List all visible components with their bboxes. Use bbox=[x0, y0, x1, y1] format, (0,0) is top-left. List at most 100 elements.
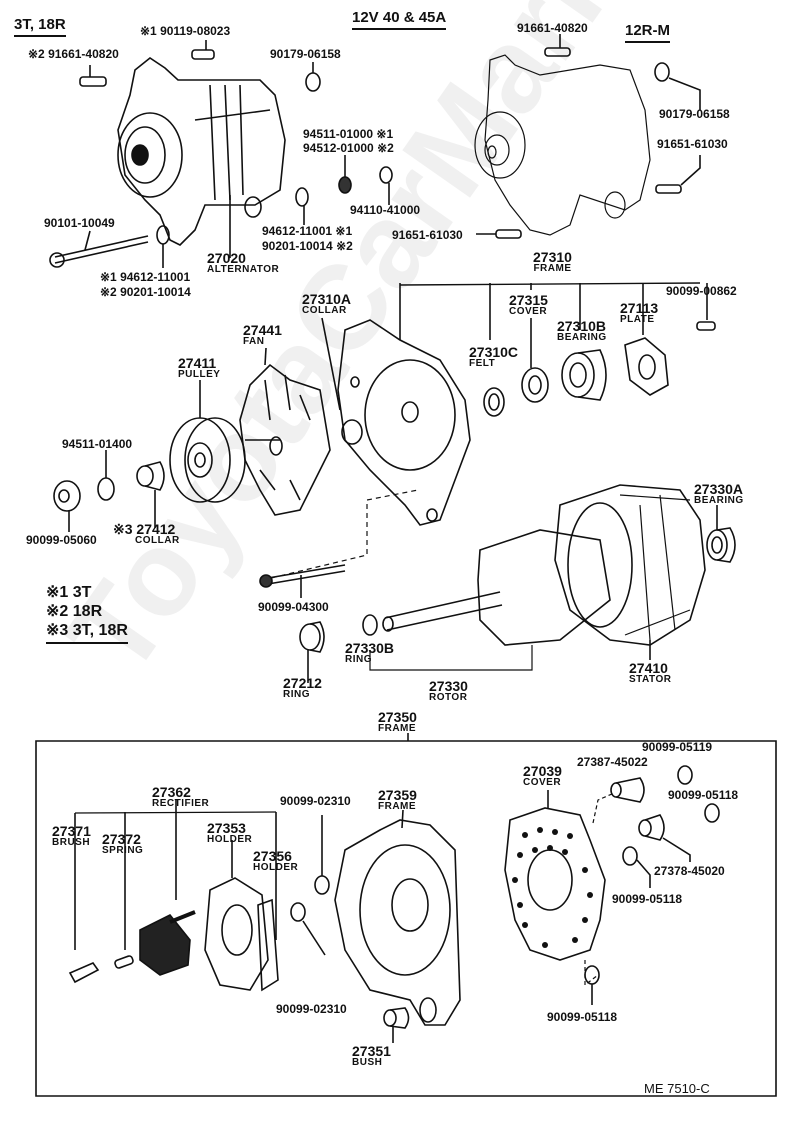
insulator-27378-45020 bbox=[639, 815, 690, 862]
part-label-90099-04300[interactable]: 90099-04300 bbox=[258, 600, 329, 614]
part-label-94511-01000[interactable]: 94511-01000 ※1 bbox=[303, 127, 394, 141]
part-label-94511-01400[interactable]: 94511-01400 bbox=[62, 437, 133, 451]
part-label-90179-06158-right[interactable]: 90179-06158 bbox=[659, 107, 730, 121]
part-label-27387-45022[interactable]: 27387-45022 bbox=[577, 755, 648, 769]
part-label-90099-05118-c[interactable]: 90099-05118 bbox=[547, 1010, 618, 1024]
fan-27441 bbox=[240, 348, 330, 515]
nut-90099-05118-a bbox=[705, 804, 719, 822]
diagram-title: 12V 40 & 45A bbox=[352, 9, 447, 30]
part-label-91661-40820-right[interactable]: 91661-40820 bbox=[517, 21, 588, 35]
washer-90099-02310-top bbox=[315, 815, 329, 894]
collar-27412 bbox=[137, 462, 164, 528]
cover-27315 bbox=[522, 318, 548, 402]
frame-27359 bbox=[335, 810, 460, 1025]
part-label-90099-02310[interactable]: 90099-02310 bbox=[280, 794, 351, 808]
group-box-27350 bbox=[36, 741, 776, 1096]
part-label-90099-00862[interactable]: 90099-00862 bbox=[666, 284, 737, 298]
bearing-27310b bbox=[562, 350, 606, 400]
alternator-3t-18r bbox=[118, 58, 285, 258]
variant-label-12r-m: 12R-M bbox=[625, 22, 671, 43]
part-label-90119-08023[interactable]: ※1 90119-08023 bbox=[140, 24, 231, 38]
nut-90099-05118-c bbox=[585, 966, 599, 1005]
washer-90099-02310-bottom bbox=[291, 903, 325, 955]
part-label-94612-11001-left[interactable]: ※1 94612-11001 bbox=[100, 270, 191, 284]
washer-94511-01400 bbox=[98, 450, 114, 500]
ring-27330b bbox=[363, 615, 377, 635]
part-label-91651-61030-bottom[interactable]: 91651-61030 bbox=[392, 228, 463, 242]
brush-27371 bbox=[70, 963, 98, 982]
bolt-90101-10049 bbox=[50, 231, 148, 267]
bearing-27330a bbox=[707, 505, 735, 562]
part-label-91661-40820[interactable]: ※2 91661-40820 bbox=[28, 47, 119, 61]
washer-94511-01000 bbox=[339, 155, 351, 193]
felt-27310c bbox=[484, 388, 504, 416]
part-label-90099-02310-bottom[interactable]: 90099-02310 bbox=[276, 1002, 347, 1016]
part-label-94110-41000[interactable]: 94110-41000 bbox=[350, 203, 421, 217]
part-label-90099-05118-a[interactable]: 90099-05118 bbox=[668, 788, 739, 802]
variant-label-3t-18r: 3T, 18R bbox=[14, 16, 66, 37]
part-label-90201-10014[interactable]: 90201-10014 ※2 bbox=[262, 239, 353, 253]
part-label-90099-05119[interactable]: 90099-05119 bbox=[642, 740, 713, 754]
part-label-90201-10014-left[interactable]: ※2 90201-10014 bbox=[100, 285, 191, 299]
holder-27356 bbox=[258, 900, 278, 990]
part-label-90099-05118-b[interactable]: 90099-05118 bbox=[612, 892, 683, 906]
bolt-91651-61030-bottom bbox=[476, 230, 521, 238]
legend-item-1: ※1 3T bbox=[46, 584, 92, 601]
collar-27310a bbox=[322, 318, 362, 444]
rotor-27330 bbox=[370, 530, 610, 670]
leader-27310 bbox=[400, 283, 700, 285]
legend-item-3: ※3 3T, 18R bbox=[46, 622, 128, 639]
nut-90099-05118-b bbox=[623, 847, 650, 888]
part-label-90099-05060[interactable]: 90099-05060 bbox=[26, 533, 97, 547]
part-label-27378-45020[interactable]: 27378-45020 bbox=[654, 864, 725, 878]
part-label-90101-10049[interactable]: 90101-10049 bbox=[44, 216, 115, 230]
legend: ※1 3T ※2 18R ※3 3T, 18R bbox=[46, 583, 128, 644]
bolt-91651-61030-right bbox=[656, 155, 700, 193]
nut-90179-06158-right bbox=[655, 63, 700, 110]
part-label-94512-01000[interactable]: 94512-01000 ※2 bbox=[303, 141, 394, 155]
alternator-12r-m bbox=[475, 55, 650, 235]
washer-94612-11001-right bbox=[296, 188, 308, 225]
part-label-94612-11001[interactable]: 94612-11001 ※1 bbox=[262, 224, 353, 238]
nut-94110-41000 bbox=[380, 167, 392, 205]
terminal-27387-45022 bbox=[593, 778, 644, 823]
bolt-91661-40820-right bbox=[545, 34, 570, 56]
nut-90179-06158-left bbox=[306, 62, 320, 91]
nut-90099-05119 bbox=[678, 766, 692, 784]
spring-27372 bbox=[114, 955, 134, 969]
frame-27310 bbox=[338, 320, 470, 525]
washer-94612-11001-left bbox=[157, 226, 169, 268]
holder-27353 bbox=[205, 840, 268, 990]
bolt-90119-08023 bbox=[192, 40, 214, 59]
part-label-90179-06158[interactable]: 90179-06158 bbox=[270, 47, 341, 61]
stator-27410 bbox=[555, 485, 705, 660]
part-label-91651-61030-right[interactable]: 91651-61030 bbox=[657, 137, 728, 151]
bolt-90099-04300 bbox=[260, 565, 345, 598]
bolt-91661-40820 bbox=[80, 65, 106, 86]
rectifier-27362 bbox=[140, 912, 195, 975]
